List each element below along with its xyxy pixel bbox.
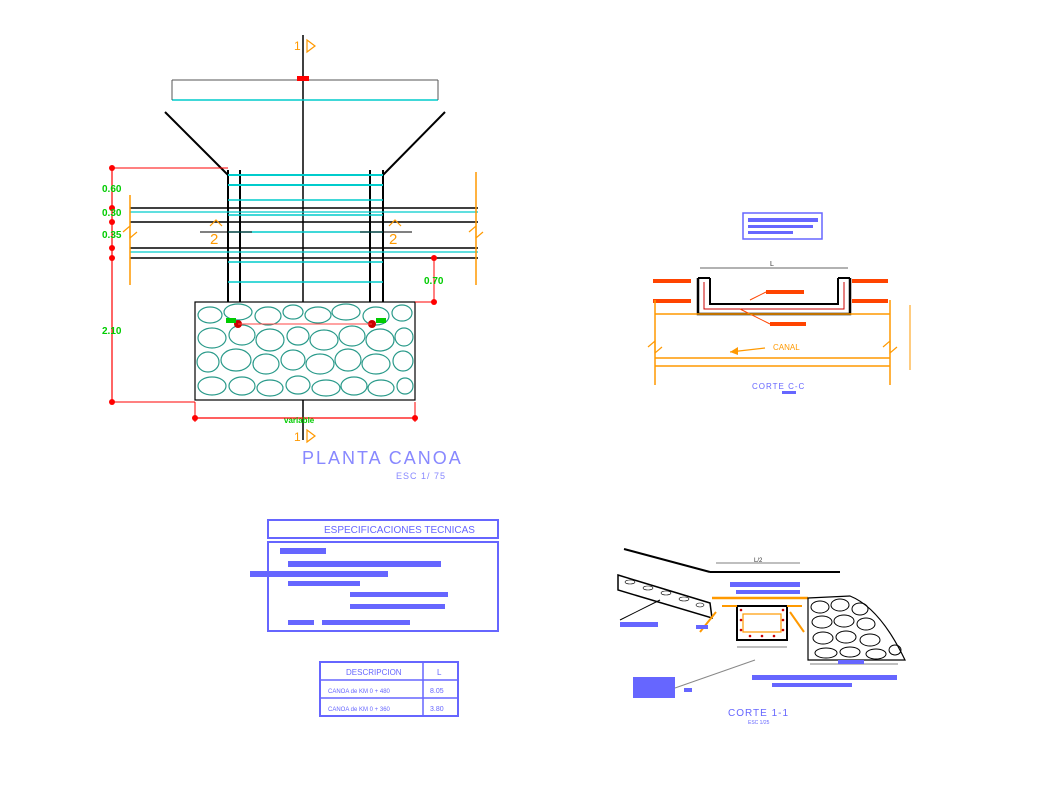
table-header-desc: DESCRIPCION	[346, 668, 402, 677]
s11-dim-top: L/2	[754, 558, 763, 564]
cc-trough-inner	[709, 278, 839, 305]
specs-block: ESPECIFICACIONES TECNICAS	[250, 519, 499, 632]
table-row-desc: CANOA de KM 0 + 480	[328, 689, 391, 695]
table-frame	[319, 661, 459, 717]
funnel-left-wall	[164, 111, 229, 176]
funnel-right-wall	[382, 111, 446, 176]
cc-canal-label: CANAL	[773, 343, 800, 352]
table-row-desc: CANOA de KM 0 + 360	[328, 707, 391, 713]
s11-scale: ESC 1/25	[748, 720, 770, 726]
dim-035: 0.35	[102, 230, 122, 241]
section-arrow-top-icon	[306, 38, 316, 54]
s11-embankment	[807, 595, 906, 661]
section-mark-right: 2	[389, 231, 397, 248]
cc-title: CORTE C-C	[752, 382, 805, 391]
dim-070: 0.70	[424, 276, 444, 287]
cc-dim-L: L	[770, 261, 774, 268]
section-11: L/2	[617, 548, 906, 726]
s11-slab	[617, 573, 713, 620]
specs-title: ESPECIFICACIONES TECNICAS	[324, 525, 475, 536]
table-header-L: L	[437, 668, 442, 677]
plan-top-dim-label	[297, 76, 309, 81]
section-arrow-bottom-icon	[306, 428, 316, 444]
s11-title: CORTE 1-1	[728, 708, 789, 719]
table-row-L: 8.05	[430, 688, 444, 695]
plan-title: PLANTA CANOA	[302, 448, 463, 468]
section-mark-left: 2	[210, 231, 218, 248]
specs-title-box	[267, 519, 499, 539]
section-mark-top: 1	[294, 39, 301, 53]
dim-210: 2.10	[102, 326, 122, 337]
table-row-L: 3.80	[430, 706, 444, 713]
dim-variable: variable	[284, 416, 315, 425]
s11-slope-line	[623, 548, 711, 573]
masonry-stones	[196, 303, 414, 397]
dim-060: 0.60	[102, 184, 122, 195]
specs-body-box	[267, 541, 499, 632]
s11-callout-box	[633, 677, 675, 698]
section-cc: L CANAL CORTE C-C	[647, 212, 911, 394]
plan-scale: ESC 1/ 75	[396, 471, 446, 481]
dim-030: 0.30	[102, 208, 122, 219]
plan-view: 1 2	[102, 35, 484, 481]
section-mark-bottom: 1	[294, 430, 301, 444]
description-table: DESCRIPCION L CANOA de KM 0 + 480 8.05 C…	[319, 661, 459, 717]
